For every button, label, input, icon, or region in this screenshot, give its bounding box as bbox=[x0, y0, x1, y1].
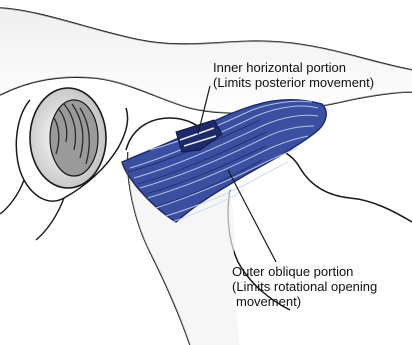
inner-portion-note: (Limits posterior movement) bbox=[213, 75, 374, 90]
outer-portion-leader bbox=[228, 170, 276, 262]
inner-horizontal-portion-label: Inner horizontal portion (Limits posteri… bbox=[213, 60, 374, 90]
outer-portion-title: Outer oblique portion bbox=[232, 264, 377, 279]
inner-portion-title: Inner horizontal portion bbox=[213, 60, 374, 75]
outer-portion-note-line2: movement) bbox=[232, 294, 377, 309]
outer-portion-note-line1: (Limits rotational opening bbox=[232, 279, 377, 294]
styloid-outline bbox=[0, 180, 64, 240]
outer-oblique-portion-label: Outer oblique portion (Limits rotational… bbox=[232, 264, 377, 309]
auditory-meatus bbox=[30, 88, 106, 188]
